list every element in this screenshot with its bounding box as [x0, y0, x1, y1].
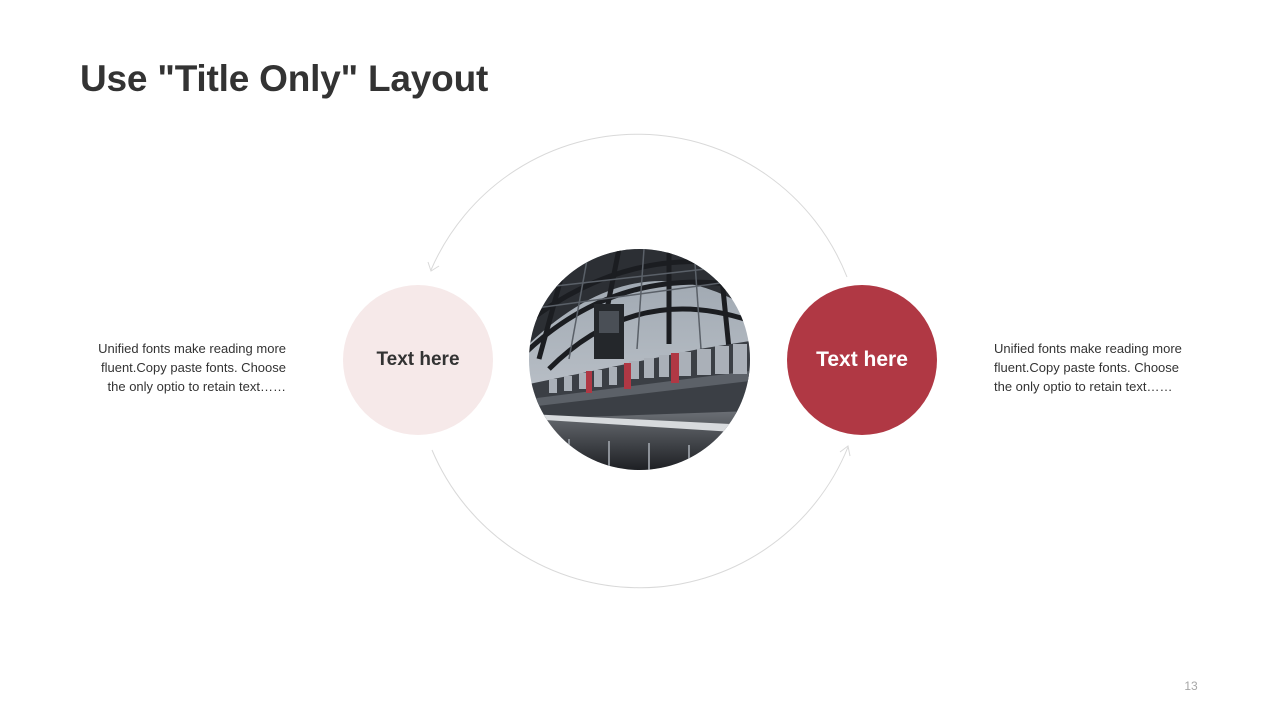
right-body-text: Unified fonts make reading more fluent.C…	[994, 341, 1182, 394]
photo-illustration	[529, 249, 750, 470]
right-circle: Text here	[787, 285, 937, 435]
right-circle-label: Text here	[816, 348, 908, 371]
lower-arrow-icon	[839, 445, 851, 457]
upper-arc	[430, 133, 848, 278]
upper-arrow-icon	[427, 261, 440, 272]
left-body-text: Unified fonts make reading more fluent.C…	[98, 341, 286, 394]
left-circle: Text here	[343, 285, 493, 435]
lower-arc	[431, 446, 849, 589]
page-number: 13	[1184, 679, 1198, 693]
train-station-photo	[529, 249, 750, 470]
left-circle-label: Text here	[376, 349, 460, 370]
slide-title: Use "Title Only" Layout	[80, 58, 489, 99]
